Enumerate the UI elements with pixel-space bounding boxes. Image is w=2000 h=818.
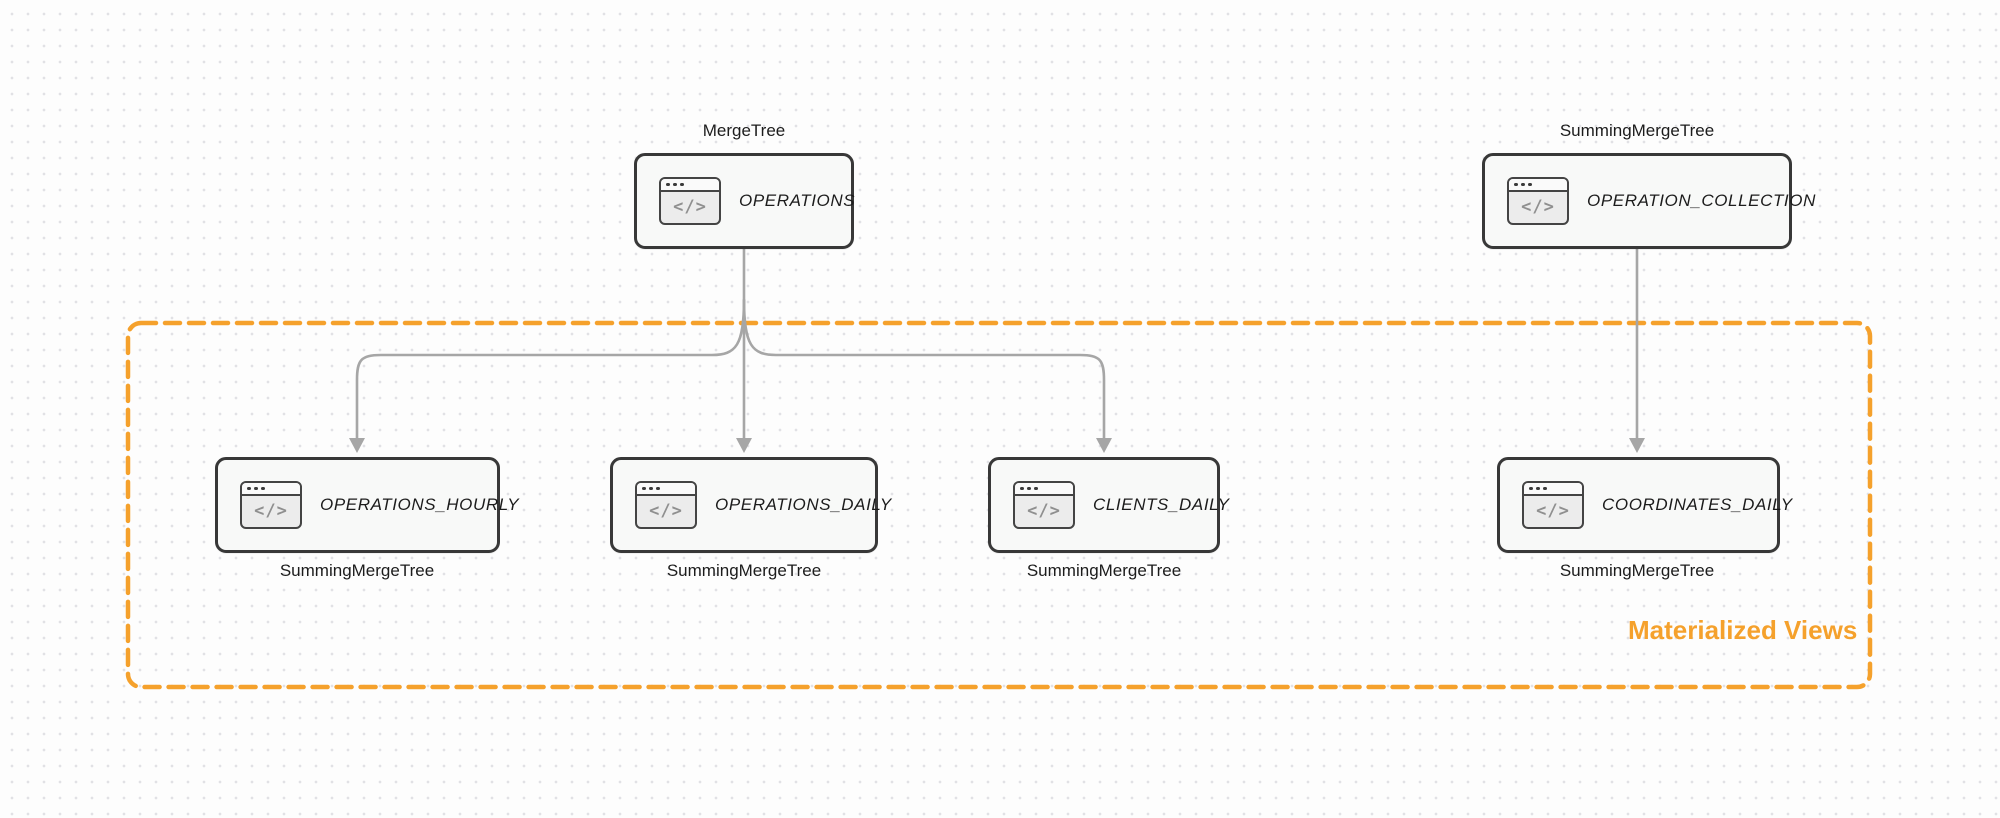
node-name-label: CLIENTS_DAILY (1093, 495, 1230, 514)
browser-code-icon: </> (659, 177, 721, 225)
browser-icon-titlebar (661, 179, 719, 192)
node-name-label: COORDINATES_DAILY (1602, 495, 1793, 514)
engine-label-clients-daily: SummingMergeTree (1026, 561, 1182, 580)
browser-code-icon: </> (240, 481, 302, 529)
node-name-label: OPERATIONS_HOURLY (320, 495, 520, 514)
node-name-label: OPERATION_COLLECTION (1587, 191, 1816, 210)
browser-icon-titlebar (637, 483, 695, 496)
arrowhead (349, 438, 365, 453)
node-clients-daily[interactable]: </> CLIENTS_DAILY (988, 457, 1229, 553)
arrowhead (1629, 438, 1645, 453)
node-name-label: OPERATIONS_DAILY (715, 495, 892, 514)
browser-icon-titlebar (1015, 483, 1073, 496)
engine-label-operation-collection: SummingMergeTree (1559, 121, 1715, 140)
browser-icon-titlebar (242, 483, 300, 496)
node-name-label: OPERATIONS (739, 191, 856, 210)
arrowhead (1096, 438, 1112, 453)
node-operation-collection[interactable]: </> OPERATION_COLLECTION (1482, 153, 1815, 249)
arrowhead (736, 438, 752, 453)
node-operations-daily[interactable]: </> OPERATIONS_DAILY (610, 457, 891, 553)
edge-operations-to-operations-hourly (355, 298, 746, 444)
browser-code-icon: </> (1507, 177, 1569, 225)
engine-label-operations-hourly: SummingMergeTree (279, 561, 435, 580)
engine-label-operations: MergeTree (702, 121, 786, 140)
edge-operations-to-clients-daily (742, 298, 1106, 444)
browser-icon-titlebar (1524, 483, 1582, 496)
materialized-views-label: Materialized Views (1628, 615, 1858, 645)
node-operations[interactable]: </> OPERATIONS (634, 153, 856, 249)
node-operations-hourly[interactable]: </> OPERATIONS_HOURLY (215, 457, 519, 553)
node-coordinates-daily[interactable]: </> COORDINATES_DAILY (1497, 457, 1792, 553)
browser-code-icon: </> (635, 481, 697, 529)
browser-icon-titlebar (1509, 179, 1567, 192)
browser-code-icon: </> (1522, 481, 1584, 529)
engine-label-coordinates-daily: SummingMergeTree (1559, 561, 1715, 580)
browser-code-icon: </> (1013, 481, 1075, 529)
engine-label-operations-daily: SummingMergeTree (666, 561, 822, 580)
